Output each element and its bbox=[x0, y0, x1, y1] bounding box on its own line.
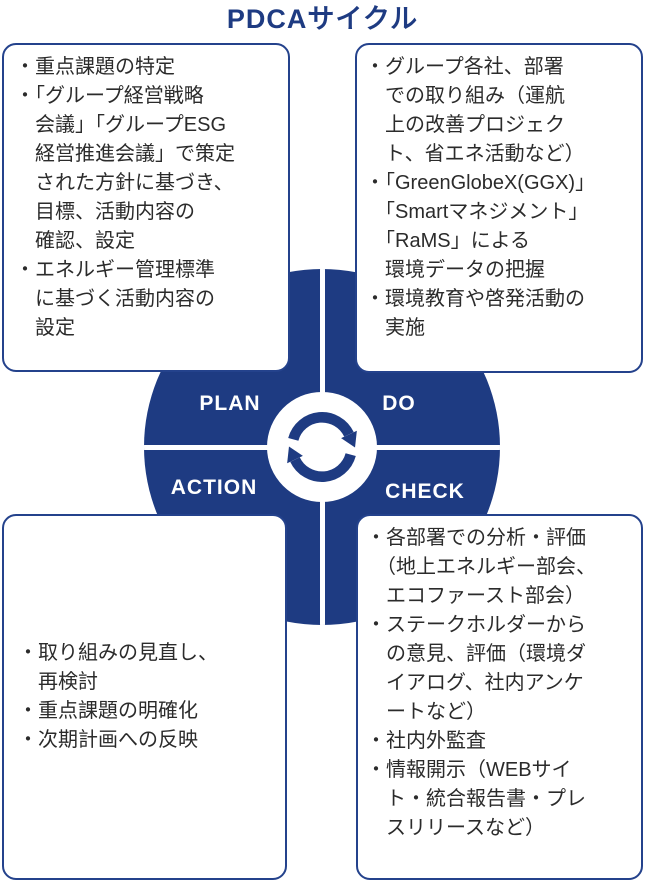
check-box-text: ・各部署での分析・評価 （地上エネルギー部会、 エコファースト部会） ・ステーク… bbox=[366, 527, 596, 839]
do-label: DO bbox=[382, 392, 416, 415]
cycle-hub bbox=[267, 392, 377, 502]
plan-label: PLAN bbox=[199, 392, 261, 415]
action-box: ・取り組みの見直し、 再検討 ・重点課題の明確化 ・次期計画への反映 bbox=[2, 514, 287, 880]
cycle-arrows-icon bbox=[287, 412, 357, 482]
plan-box: ・重点課題の特定 ・「グループ経営戦略 会議」「グループESG 経営推進会議」で… bbox=[2, 43, 290, 372]
plan-box-text: ・重点課題の特定 ・「グループ経営戦略 会議」「グループESG 経営推進会議」で… bbox=[15, 56, 235, 339]
do-box-text: ・グループ各社、部署 での取り組み（運航 上の改善プロジェク ト、省エネ活動など… bbox=[365, 56, 596, 339]
action-label: ACTION bbox=[170, 476, 258, 499]
page-title: PDCAサイクル bbox=[226, 4, 419, 34]
do-box: ・グループ各社、部署 での取り組み（運航 上の改善プロジェク ト、省エネ活動など… bbox=[355, 43, 643, 373]
check-box: ・各部署での分析・評価 （地上エネルギー部会、 エコファースト部会） ・ステーク… bbox=[356, 514, 643, 880]
action-box-text: ・取り組みの見直し、 再検討 ・重点課題の明確化 ・次期計画への反映 bbox=[18, 642, 218, 751]
check-label: CHECK bbox=[385, 480, 465, 503]
